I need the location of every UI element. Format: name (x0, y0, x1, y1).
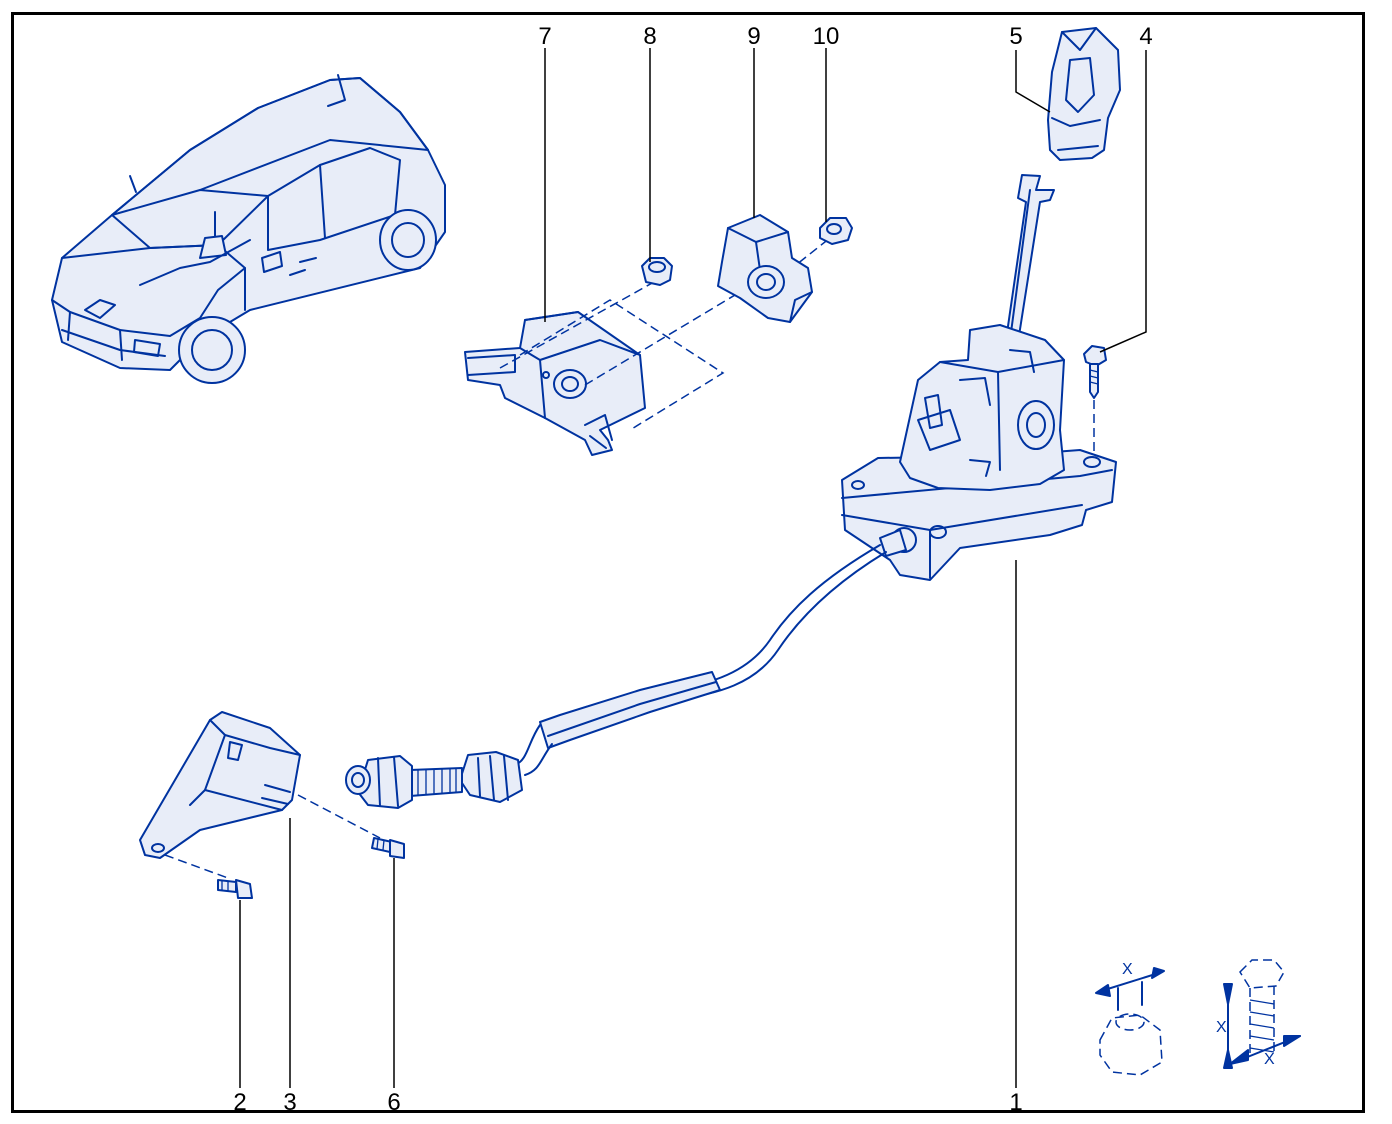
bolt-dimension-icon: X X (1216, 959, 1301, 1069)
bolt-part-4 (1083, 345, 1107, 399)
callout-10: 10 (813, 23, 840, 50)
bolt-dimension-side-label: X (1216, 1019, 1227, 1036)
callout-5: 5 (1009, 23, 1022, 50)
callout-3: 3 (283, 1089, 296, 1116)
callout-8: 8 (643, 23, 656, 50)
nut-dimension-icon: X (1095, 961, 1165, 1076)
nut-part-8 (641, 257, 673, 286)
vehicle-icon (51, 74, 446, 384)
gear-shifter-assembly-part-1 (345, 174, 1117, 809)
callout-9: 9 (747, 23, 760, 50)
callout-7: 7 (538, 23, 551, 50)
callout-4: 4 (1139, 23, 1152, 50)
callout-6: 6 (387, 1089, 400, 1116)
callout-1: 1 (1009, 1089, 1022, 1116)
gear-knob-part-5 (1047, 27, 1121, 161)
screw-part-6 (371, 837, 405, 859)
cable-clip-part-9 (717, 214, 813, 323)
mounting-bracket-part-3 (139, 711, 301, 859)
nut-dimension-label: X (1122, 961, 1133, 978)
callout-leaders (239, 48, 1147, 1088)
bolt-dimension-bottom-label: X (1264, 1051, 1275, 1068)
screw-part-2 (217, 879, 253, 899)
callout-2: 2 (233, 1089, 246, 1116)
support-bracket-part-7 (464, 311, 646, 456)
nut-part-10 (819, 217, 853, 245)
